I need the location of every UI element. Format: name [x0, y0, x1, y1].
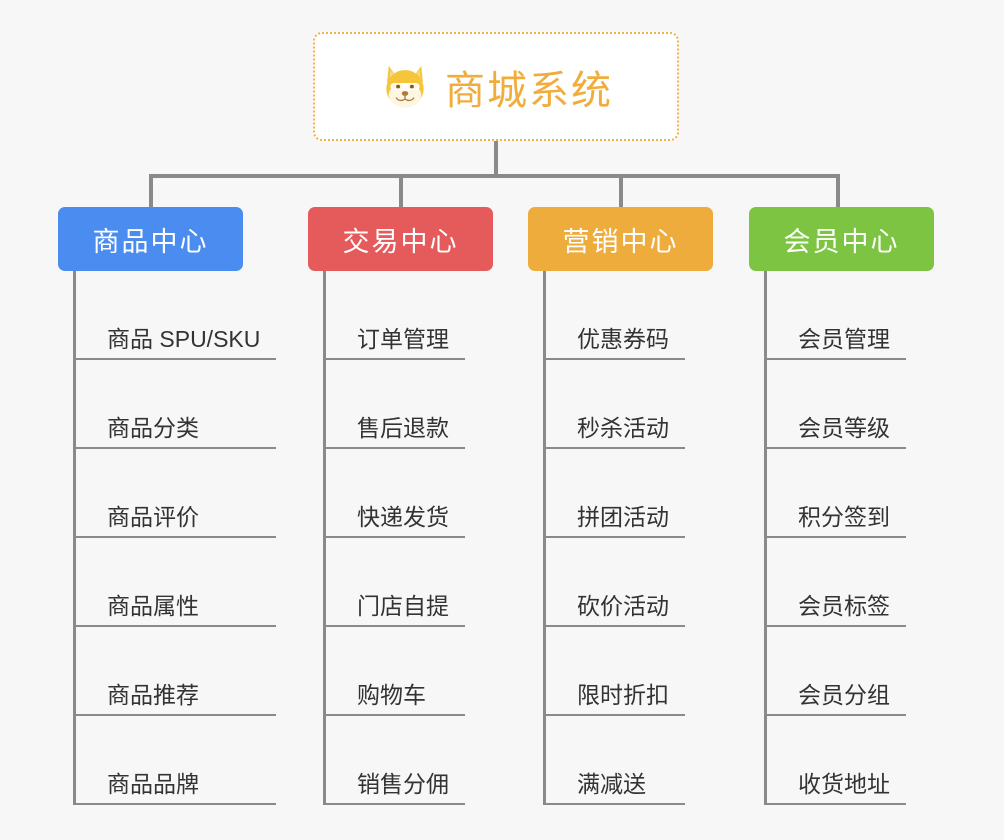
leaf-item[interactable]: 满减送 — [543, 716, 685, 805]
leaf-item-label: 商品属性 — [107, 592, 199, 619]
category-column: 营销中心优惠券码秒杀活动拼团活动砍价活动限时折扣满减送 — [528, 207, 713, 805]
leaf-item[interactable]: 购物车 — [323, 627, 465, 716]
leaf-item-label: 砍价活动 — [577, 592, 669, 619]
leaf-list: 订单管理售后退款快递发货门店自提购物车销售分佣 — [323, 271, 465, 805]
leaf-item[interactable]: 秒杀活动 — [543, 360, 685, 449]
leaf-item-label: 商品分类 — [107, 414, 199, 441]
category-header-label: 交易中心 — [342, 226, 459, 257]
leaf-item-label: 订单管理 — [357, 325, 449, 352]
leaf-item-label: 会员标签 — [798, 592, 890, 619]
category-header[interactable]: 商品中心 — [58, 207, 243, 271]
leaf-item-label: 商品评价 — [107, 503, 199, 530]
category-header[interactable]: 营销中心 — [528, 207, 713, 271]
connector-drop-1 — [149, 176, 153, 209]
leaf-item-label: 售后退款 — [357, 414, 449, 441]
leaf-item[interactable]: 积分签到 — [764, 449, 906, 538]
leaf-item[interactable]: 商品分类 — [73, 360, 277, 449]
shiba-dog-face-icon — [379, 61, 431, 113]
leaf-item[interactable]: 商品评价 — [73, 449, 277, 538]
leaf-item[interactable]: 销售分佣 — [323, 716, 465, 805]
connector-drop-2 — [399, 176, 403, 209]
leaf-item[interactable]: 快递发货 — [323, 449, 465, 538]
category-column: 交易中心订单管理售后退款快递发货门店自提购物车销售分佣 — [308, 207, 493, 805]
category-header-label: 营销中心 — [562, 226, 679, 257]
category-header[interactable]: 交易中心 — [308, 207, 493, 271]
leaf-item-label: 商品品牌 — [107, 770, 199, 797]
leaf-item-label: 商品 SPU/SKU — [107, 325, 261, 352]
leaf-item-label: 商品推荐 — [107, 681, 199, 708]
leaf-item-label: 积分签到 — [798, 503, 890, 530]
category-column: 商品中心商品 SPU/SKU 商品分类商品评价商品属性商品推荐商品品牌 — [58, 207, 277, 805]
leaf-list: 商品 SPU/SKU 商品分类商品评价商品属性商品推荐商品品牌 — [73, 271, 277, 805]
leaf-item[interactable]: 商品推荐 — [73, 627, 277, 716]
leaf-list: 优惠券码秒杀活动拼团活动砍价活动限时折扣满减送 — [543, 271, 685, 805]
category-trunk-line — [543, 271, 546, 805]
leaf-item[interactable]: 门店自提 — [323, 538, 465, 627]
leaf-item-label: 秒杀活动 — [577, 414, 669, 441]
leaf-item-label: 会员管理 — [798, 325, 890, 352]
leaf-item-label: 快递发货 — [357, 503, 449, 530]
category-trunk-line — [73, 271, 76, 805]
leaf-item[interactable]: 会员分组 — [764, 627, 906, 716]
root-title: 商城系统 — [445, 68, 613, 113]
leaf-item-label: 会员等级 — [798, 414, 890, 441]
connector-drop-4 — [836, 176, 840, 209]
connector-horizontal-bus — [149, 174, 840, 178]
category-header-label: 商品中心 — [92, 226, 209, 257]
leaf-list: 会员管理会员等级积分签到会员标签会员分组收货地址 — [764, 271, 906, 805]
root-node[interactable]: 商城系统 — [313, 32, 679, 141]
category-trunk-line — [323, 271, 326, 805]
leaf-item-label: 优惠券码 — [577, 325, 669, 352]
leaf-item-label: 收货地址 — [798, 770, 890, 797]
leaf-item-label: 拼团活动 — [577, 503, 669, 530]
connector-drop-3 — [619, 176, 623, 209]
category-trunk-line — [764, 271, 767, 805]
leaf-item[interactable]: 拼团活动 — [543, 449, 685, 538]
category-header[interactable]: 会员中心 — [749, 207, 934, 271]
leaf-item[interactable]: 商品品牌 — [73, 716, 277, 805]
leaf-item-label: 购物车 — [357, 681, 426, 708]
leaf-item[interactable]: 收货地址 — [764, 716, 906, 805]
leaf-item-label: 销售分佣 — [357, 770, 449, 797]
connector-root-stem — [494, 141, 498, 176]
leaf-item-label: 限时折扣 — [577, 681, 669, 708]
leaf-item[interactable]: 商品属性 — [73, 538, 277, 627]
leaf-item-label: 门店自提 — [357, 592, 449, 619]
leaf-item[interactable]: 优惠券码 — [543, 271, 685, 360]
leaf-item[interactable]: 会员等级 — [764, 360, 906, 449]
leaf-item[interactable]: 订单管理 — [323, 271, 465, 360]
leaf-item-label: 会员分组 — [798, 681, 890, 708]
leaf-item[interactable]: 会员管理 — [764, 271, 906, 360]
leaf-item[interactable]: 商品 SPU/SKU — [73, 271, 277, 360]
category-column: 会员中心会员管理会员等级积分签到会员标签会员分组收货地址 — [749, 207, 934, 805]
leaf-item[interactable]: 会员标签 — [764, 538, 906, 627]
leaf-item[interactable]: 砍价活动 — [543, 538, 685, 627]
category-header-label: 会员中心 — [783, 226, 900, 257]
leaf-item-label: 满减送 — [577, 770, 646, 797]
leaf-item[interactable]: 限时折扣 — [543, 627, 685, 716]
leaf-item[interactable]: 售后退款 — [323, 360, 465, 449]
